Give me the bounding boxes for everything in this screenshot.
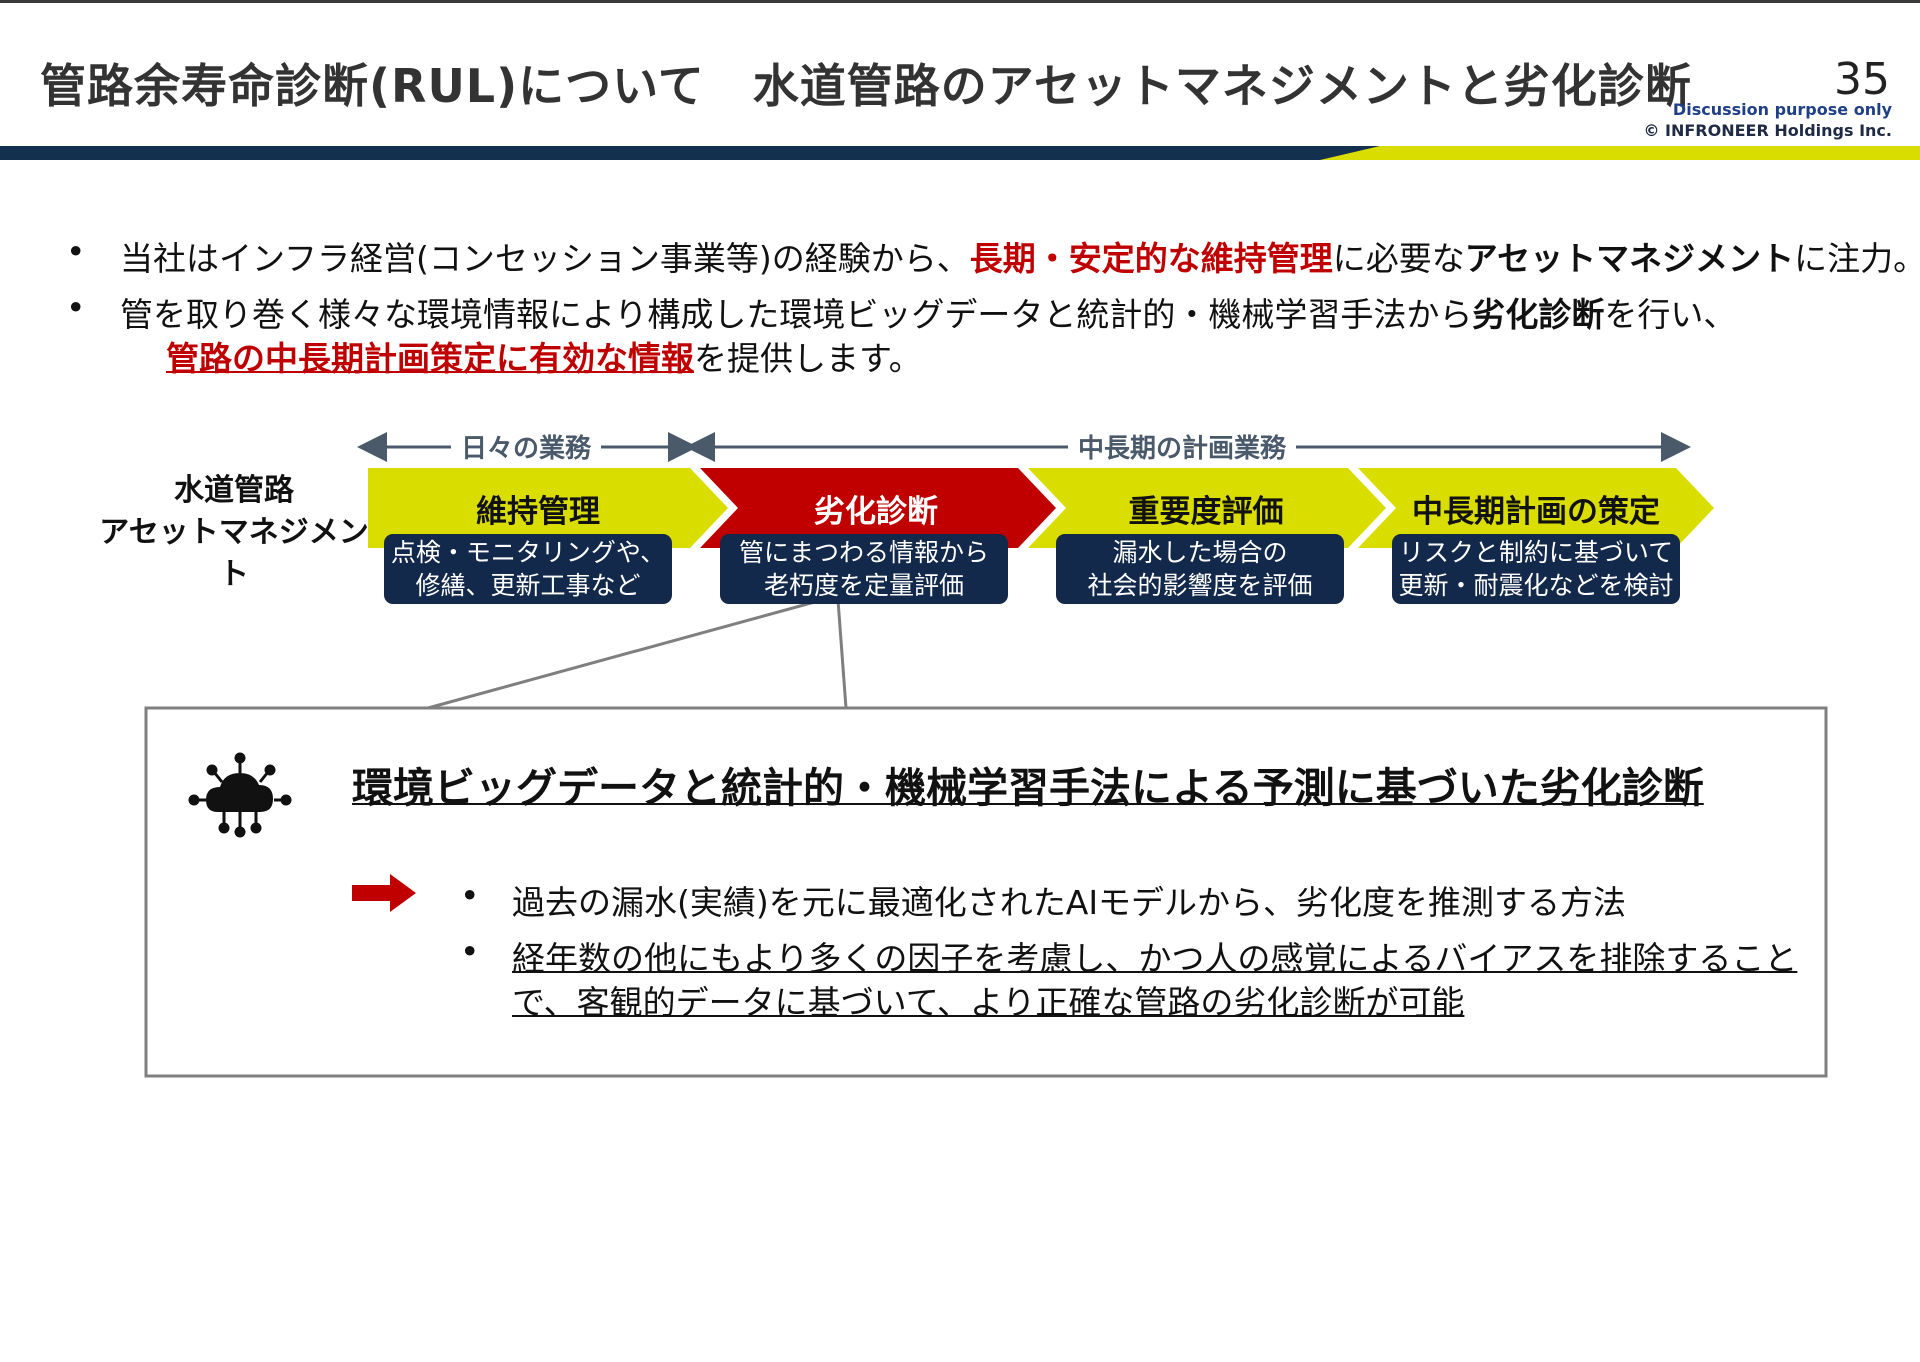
intro-bullet-2-continuation: 管路の中長期計画策定に有効な情報を提供します。	[166, 332, 922, 380]
top-border	[0, 0, 1920, 3]
stage-name-importance: 重要度評価	[1128, 494, 1284, 530]
text-segment: に必要な	[1332, 239, 1465, 278]
planning-work-caption: 中長期の計画業務	[1068, 428, 1297, 465]
title-subtitle: 水道管路のアセットマネジメントと劣化診断	[752, 59, 1692, 113]
stage-chevron-importance	[1028, 468, 1386, 548]
disclaimer-text: Discussion purpose only	[1672, 100, 1892, 119]
highlight-bold: 劣化診断	[1472, 295, 1605, 334]
page-number: 35	[1834, 54, 1890, 105]
desc-line: 点検・モニタリングや、	[390, 538, 666, 567]
text-segment: 当社はインフラ経営(コンセッション事業等)の経験から、	[120, 239, 970, 278]
ai-cloud-network-icon	[188, 752, 292, 838]
panel-title: 環境ビッグデータと統計的・機械学習手法による予測に基づいた劣化診断	[352, 764, 1704, 812]
desc-line: 修繕、更新工事など	[415, 571, 641, 600]
stage-name-diagnosis: 劣化診断	[814, 494, 938, 530]
stage-name-maintenance: 維持管理	[476, 494, 600, 530]
bullet-text: 当社はインフラ経営(コンセッション事業等)の経験から、長期・安定的な維持管理に必…	[120, 232, 1920, 280]
desc-line: 老朽度を定量評価	[763, 571, 964, 600]
bullet-dot: •	[460, 876, 480, 915]
stage-desc-maintenance: 点検・モニタリングや、 修繕、更新工事など	[384, 534, 672, 604]
daily-work-caption: 日々の業務	[451, 428, 602, 465]
stage-chevron-diagnosis	[700, 468, 1056, 548]
text-segment: を提供します。	[694, 339, 922, 378]
callout-connector	[427, 598, 848, 710]
highlight-bold: アセットマネジメント	[1464, 239, 1795, 278]
bullet-text: 管を取り巻く様々な環境情報により構成した環境ビッグデータと統計的・機械学習手法か…	[120, 288, 1736, 336]
desc-line: 更新・耐震化などを検討	[1398, 571, 1674, 600]
bullet-dot: •	[460, 932, 480, 971]
text-segment: を行い、	[1604, 295, 1737, 334]
desc-line: 管にまつわる情報から	[738, 538, 989, 567]
row-label-line: 水道管路	[174, 473, 294, 508]
bullet-dot: •	[66, 232, 86, 271]
title-main: 管路余寿命診断(RUL)について	[40, 59, 705, 113]
stage-chevron-plan	[1358, 468, 1714, 548]
text-segment: 管を取り巻く様々な環境情報により構成した環境ビッグデータと統計的・機械学習手法か…	[120, 295, 1473, 334]
stage-desc-diagnosis: 管にまつわる情報から 老朽度を定量評価	[720, 534, 1008, 604]
panel-border	[144, 706, 1828, 1078]
stage-desc-plan: リスクと制約に基づいて 更新・耐震化などを検討	[1392, 534, 1680, 604]
stage-chevron-maintenance	[368, 468, 728, 548]
right-arrow-icon	[352, 874, 416, 912]
panel-item-text: 経年数の他にもより多くの因子を考慮し、かつ人の感覚によるバイアスを排除すること	[512, 939, 1798, 978]
page-title: 管路余寿命診断(RUL)について水道管路のアセットマネジメントと劣化診断	[40, 50, 1692, 116]
text-segment: に注力。	[1794, 239, 1920, 278]
copyright-text: © INFRONEER Holdings Inc.	[1643, 121, 1892, 140]
stage-desc-importance: 漏水した場合の 社会的影響度を評価	[1056, 534, 1344, 604]
stage-name-plan: 中長期計画の策定	[1412, 494, 1660, 530]
highlight-red: 長期・安定的な維持管理	[969, 239, 1333, 278]
row-label: 水道管路 アセットマネジメント	[94, 470, 374, 596]
desc-line: 漏水した場合の	[1112, 538, 1288, 567]
desc-line: 社会的影響度を評価	[1087, 571, 1313, 600]
row-label-line: アセットマネジメント	[99, 515, 369, 592]
header-divider-bar	[0, 146, 1920, 160]
desc-line: リスクと制約に基づいて	[1398, 538, 1674, 567]
panel-item-text: で、客観的データに基づいて、より正確な管路の劣化診断が可能	[512, 983, 1465, 1022]
panel-item-text: 過去の漏水(実績)を元に最適化されたAIモデルから、劣化度を推測する方法	[512, 883, 1627, 922]
bullet-dot: •	[66, 288, 86, 327]
highlight-red-underline: 管路の中長期計画策定に有効な情報	[166, 339, 694, 378]
